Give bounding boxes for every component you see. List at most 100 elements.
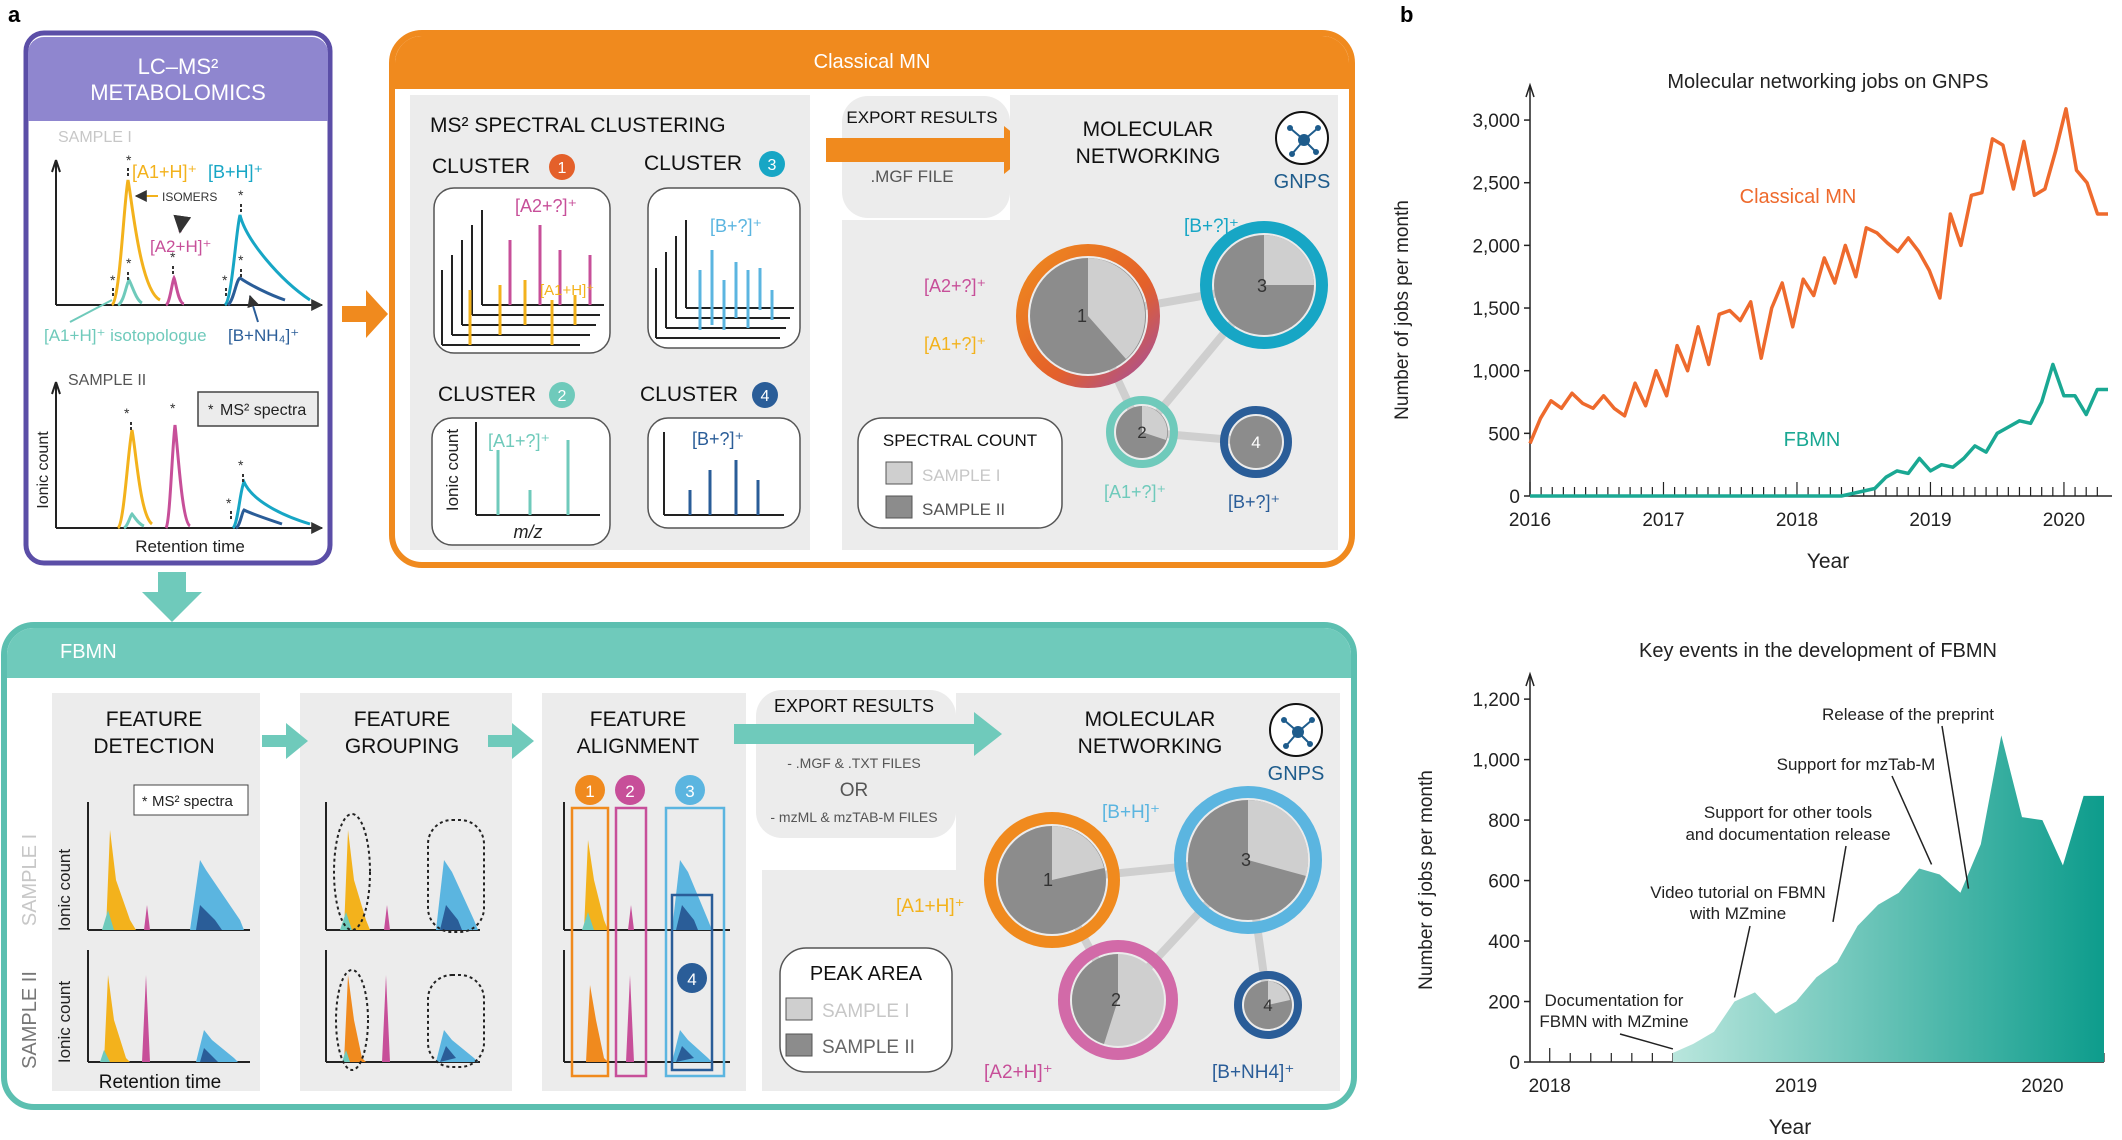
legend-s1: SAMPLE I [922, 466, 1000, 485]
chart2-ytick-label: 400 [1488, 932, 1520, 953]
fbmn-mn-title-1: MOLECULAR [1085, 708, 1216, 731]
annot-preprint: Release of the preprint [1822, 705, 1994, 724]
align-n1: 1 [585, 782, 594, 801]
ms2-legend-box [197, 391, 319, 427]
chart2-ytick-label: 600 [1488, 872, 1520, 893]
step1-l2: DETECTION [93, 735, 214, 758]
mn-title-2: NETWORKING [1076, 145, 1221, 168]
fbmn-gnps-label: GNPS [1268, 763, 1325, 785]
chart1-xtick-label: 2018 [1776, 510, 1818, 531]
fbmn-node-a2h: [A2+H]⁺ [984, 1062, 1053, 1083]
export-file: .MGF FILE [870, 167, 953, 186]
chart2-xtick-label: 2020 [2021, 1076, 2063, 1097]
cluster-ylabel: Ionic count [443, 429, 462, 511]
label-a2h: [A2+H]⁺ [150, 237, 211, 256]
annot-docs-2: FBMN with MZmine [1539, 1012, 1688, 1031]
fbmn-export-l2: - mzML & mzTAB-M FILES [770, 809, 937, 825]
chart1-ytick-label: 1,500 [1472, 299, 1520, 320]
annot-tools-1: Support for other tools [1704, 803, 1872, 822]
chart-fbmn-events: Key events in the development of FBMN Nu… [1416, 640, 2105, 1139]
chart1-ytick-label: 500 [1488, 424, 1520, 445]
star-8: * [124, 405, 130, 421]
label-isomers: ISOMERS [162, 190, 217, 204]
label-a1h: [A1+H]⁺ [132, 162, 197, 182]
node-b-label: [B+?]⁺ [1184, 216, 1239, 237]
gnps-icon [1275, 111, 1329, 165]
fbmn-ylabel-1: Ionic count [55, 849, 74, 931]
label-bh: [B+H]⁺ [208, 162, 263, 182]
star-2: * [126, 255, 132, 271]
ms2-legend-star: * [208, 401, 214, 417]
fbmn-export-title: EXPORT RESULTS [774, 696, 934, 716]
fbmn-ms2-legend [133, 784, 249, 816]
annot-docs-1: Documentation for [1545, 991, 1684, 1010]
fbmn-legend-title: PEAK AREA [810, 963, 923, 985]
gnps-label: GNPS [1274, 171, 1331, 193]
chart1-classical-label: Classical MN [1740, 186, 1857, 208]
peak-b-s1 [223, 214, 311, 307]
step3-l1: FEATURE [590, 708, 686, 731]
node-4-num: 4 [1251, 433, 1260, 452]
chart1-ylabel: Number of jobs per month [1392, 200, 1413, 420]
fbmn-node-1-num: 1 [1043, 870, 1053, 890]
panel-b-label: b [1400, 2, 1413, 27]
node-3-num: 3 [1257, 276, 1267, 296]
annot-tools-2: and documentation release [1685, 825, 1890, 844]
peak-a1-s1 [110, 179, 161, 307]
lcms-title-1: LC–MS² [138, 54, 219, 79]
c2-a1-label: [A1+?]⁺ [488, 431, 550, 451]
chart1-ytick-label: 2,000 [1472, 236, 1520, 257]
chart2-annotation-line [1733, 925, 1751, 998]
node-1-ring [1016, 244, 1160, 388]
cluster-xlabel: m/z [514, 522, 543, 542]
arrow-to-classical [342, 290, 388, 338]
peak-iso-s2 [123, 511, 145, 530]
fbmn-export-or: OR [840, 780, 869, 801]
lcms-title-2: METABOLOMICS [90, 80, 266, 105]
align-n3: 3 [685, 782, 694, 801]
annot-mztab: Support for mzTab-M [1777, 755, 1936, 774]
chart2-title: Key events in the development of FBMN [1639, 640, 1997, 662]
lcms-sample-2: SAMPLE II [68, 372, 146, 389]
chart1-xtick-label: 2020 [2043, 510, 2085, 531]
chart1-fbmn-label: FBMN [1784, 429, 1841, 451]
annot-video-2: with MZmine [1689, 904, 1786, 923]
cluster2-num: 2 [558, 388, 567, 405]
fbmn-legend-s2: SAMPLE II [822, 1037, 915, 1058]
star-11: * [226, 495, 232, 511]
star-6: * [222, 272, 228, 288]
c4-b-label: [B+?]⁺ [692, 429, 744, 449]
chart1-series-fbmn [1530, 362, 2108, 498]
fbmn-node-bh: [B+H]⁺ [1102, 802, 1160, 823]
arrow-to-fbmn [142, 572, 202, 622]
fbmn-box: FBMN FEATURE DETECTION FEATURE GROUPING … [1, 622, 1357, 1110]
fbmn-gnps-icon [1269, 703, 1323, 757]
chart2-xtick-label: 2018 [1529, 1076, 1571, 1097]
fbmn-mn-title-2: NETWORKING [1078, 735, 1223, 758]
step2-l2: GROUPING [345, 735, 459, 758]
chart2-ytick-label: 0 [1509, 1053, 1520, 1074]
star-9: * [170, 400, 176, 416]
chart2-ytick-label: 800 [1488, 811, 1520, 832]
chart1-xtick-label: 2019 [1909, 510, 1951, 531]
peak-bnh4-s1 [226, 276, 286, 307]
fbmn-xlabel: Retention time [99, 1072, 222, 1093]
c3-b-label: [B+?]⁺ [710, 216, 762, 236]
node-b4-label: [B+?]⁺ [1228, 492, 1280, 512]
star-4: * [170, 249, 176, 265]
chart1-xtick-label: 2016 [1509, 510, 1551, 531]
fbmn-sample-1: SAMPLE I [19, 834, 41, 926]
chart2-area [1672, 735, 2104, 1062]
align-n2: 2 [625, 782, 634, 801]
chart1-series-classical [1528, 107, 2108, 445]
node-1-num: 1 [1077, 306, 1087, 326]
node-2-num: 2 [1137, 423, 1146, 442]
chart2-annotation-line [1619, 1033, 1674, 1050]
cluster1-num: 1 [558, 160, 567, 177]
chart2-ytick-label: 1,200 [1472, 690, 1520, 711]
chart2-ytick-label: 200 [1488, 993, 1520, 1014]
chart2-xtick-label: 2019 [1775, 1076, 1817, 1097]
fbmn-title: FBMN [60, 641, 117, 663]
label-isotopologue: [A1+H]⁺ isotopologue [44, 326, 207, 345]
